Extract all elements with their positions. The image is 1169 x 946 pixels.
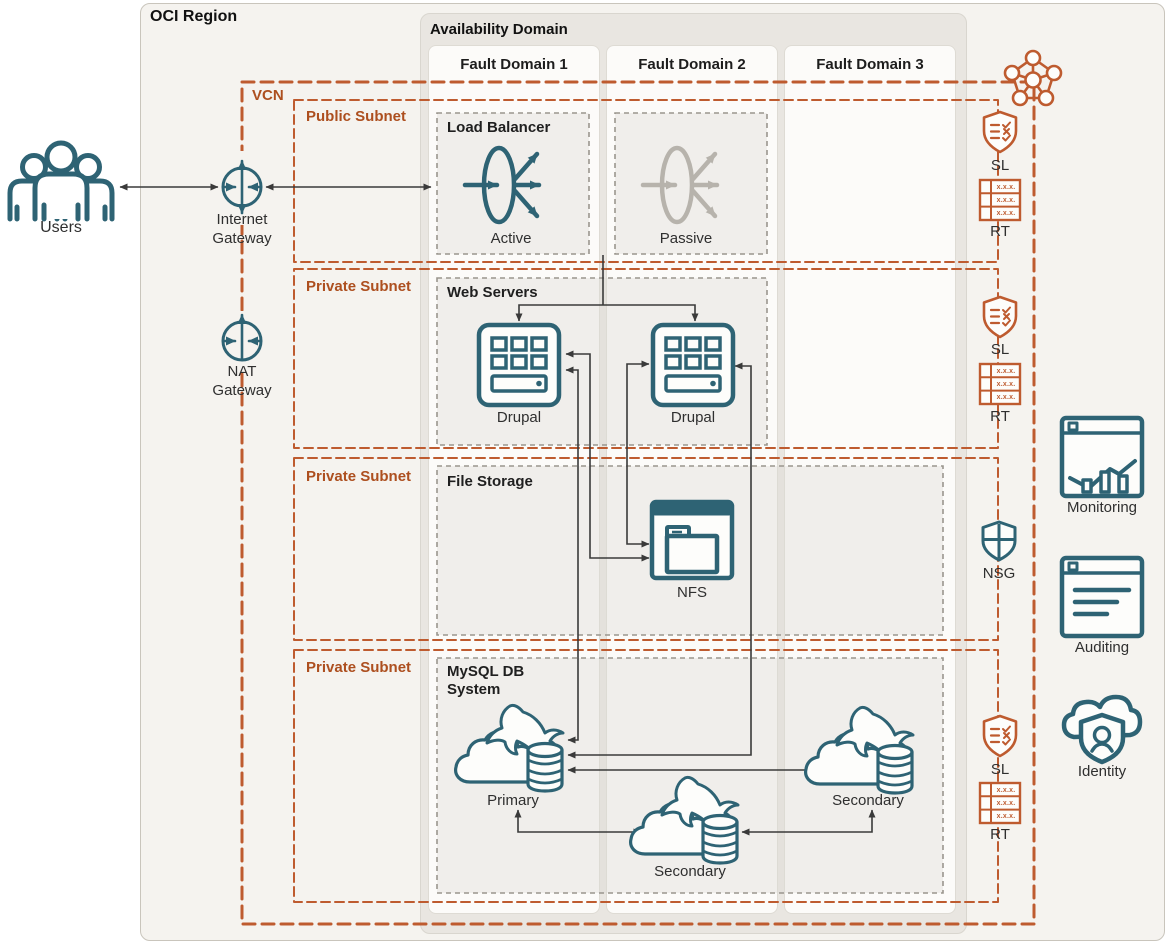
users-label: Users [40,219,82,236]
private-subnet-file-label: Private Subnet [306,468,412,485]
nfs-label: NFS [677,584,707,601]
route-table-row: x.x.x. [996,210,1016,217]
mysql-db-group-label-line2: System [447,681,501,698]
security-list-label-web: SL [990,341,1010,358]
route-table-label-public: RT [990,223,1010,240]
identity-label: Identity [1077,763,1127,780]
route-table-row: x.x.x. [996,813,1016,820]
security-list-label-db: SL [990,761,1010,778]
route-table-row: x.x.x. [996,368,1016,375]
internet-gateway-label-line1: Internet [216,211,268,228]
fault-domain-2-header: Fault Domain 2 [638,56,746,73]
route-table-row: x.x.x. [996,197,1016,204]
fault-domain-3-header: Fault Domain 3 [816,56,924,73]
mysql-primary-label: Primary [487,792,539,809]
region-label: OCI Region [150,8,238,25]
users-icon [7,140,115,222]
mysql-secondary-fd2-label: Secondary [654,863,726,880]
web-servers-group-label: Web Servers [447,284,538,301]
drupal-fd1-label: Drupal [496,409,542,426]
nat-gateway-label-line2: Gateway [212,381,272,399]
private-subnet-db-label: Private Subnet [306,659,412,676]
load-balancer-group-label: Load Balancer [447,119,551,136]
route-table-row: x.x.x. [996,800,1016,807]
fault-domain-1-header: Fault Domain 1 [460,56,568,73]
lb-passive-label: Passive [659,230,713,247]
security-list-label-public: SL [990,157,1010,174]
lb-active-label: Active [490,230,532,247]
auditing-label: Auditing [1074,639,1130,656]
nsg-label: NSG [982,565,1016,582]
route-table-label-db: RT [990,826,1010,843]
route-table-row: x.x.x. [996,381,1016,388]
availability-domain-label: Availability Domain [430,21,568,38]
public-subnet-label: Public Subnet [306,108,407,125]
internet-gateway-label: Internet Gateway [212,211,271,249]
file-storage-group-label: File Storage [447,473,533,490]
fault-domain-2-box: Fault Domain 2 [606,45,778,914]
private-subnet-web-label: Private Subnet [306,278,412,295]
monitoring-label: Monitoring [1066,499,1138,516]
internet-gateway-label-line2: Gateway [212,229,272,247]
drupal-fd2-label: Drupal [670,409,716,426]
mysql-db-group-label-line1: MySQL DB [447,663,525,680]
fault-domain-3-box: Fault Domain 3 [784,45,956,914]
route-table-label-web: RT [990,408,1010,425]
vcn-label: VCN [252,87,284,104]
route-table-row: x.x.x. [996,787,1016,794]
route-table-row: x.x.x. [996,394,1016,401]
mysql-secondary-fd3-label: Secondary [832,792,904,809]
nat-gateway-label-line1: NAT [227,363,257,380]
route-table-row: x.x.x. [996,184,1016,191]
nat-gateway-label: NAT Gateway [212,363,271,401]
